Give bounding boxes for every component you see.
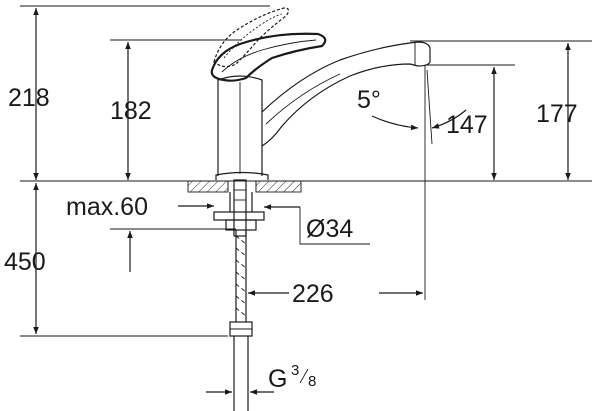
mounting-hardware	[213, 179, 265, 237]
dim-max60	[127, 203, 214, 272]
thread-numerator: 3	[291, 362, 299, 379]
label-max60: max.60	[66, 193, 148, 221]
label-thread: G 3 8	[268, 362, 316, 393]
thread-denominator: 8	[308, 373, 316, 390]
extension-lines	[20, 5, 592, 337]
label-177: 177	[536, 100, 578, 128]
faucet-handle	[210, 7, 327, 82]
label-147: 147	[446, 111, 488, 139]
dim-34	[264, 204, 370, 245]
label-182: 182	[110, 97, 152, 125]
label-angle: 5°	[357, 86, 381, 114]
label-218: 218	[8, 84, 50, 112]
label-34: Ø34	[306, 215, 353, 243]
label-226: 226	[292, 280, 334, 308]
supply-hoses	[229, 230, 253, 411]
thread-letter: G	[268, 365, 287, 393]
label-450: 450	[4, 248, 46, 276]
dim-angle	[371, 69, 467, 145]
counter-top	[187, 180, 302, 193]
faucet-body	[215, 75, 269, 180]
faucet-spout	[261, 41, 431, 147]
